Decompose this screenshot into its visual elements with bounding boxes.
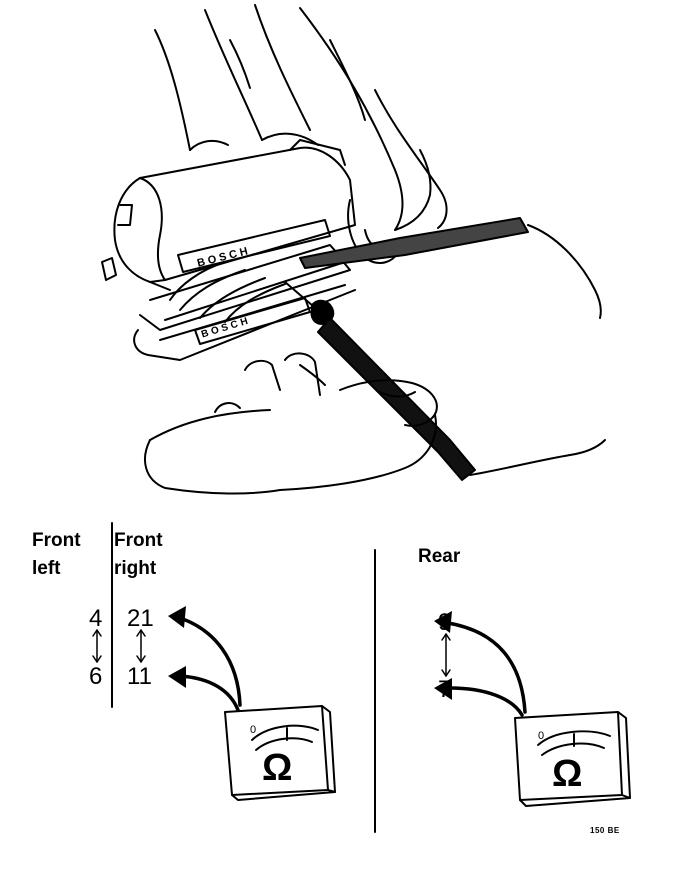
- front-right-label-line1: Front: [114, 530, 163, 551]
- rear-meter-ohm-symbol: Ω: [552, 753, 583, 795]
- upper-hand: [154, 4, 448, 264]
- front-left-label-line1: Front: [32, 530, 81, 551]
- upper-connector: [101, 139, 356, 291]
- pin-rear-bottom: 7: [438, 676, 452, 703]
- front-meter-ohm-symbol: Ω: [262, 747, 293, 789]
- front-ohmmeter: [224, 705, 336, 801]
- pin-front-left-top: 4: [89, 605, 103, 632]
- lower-probe: [284, 281, 606, 481]
- rear-ohmmeter: [514, 711, 631, 807]
- lower-connector: [133, 244, 356, 361]
- rear-meter-zero: 0: [538, 730, 545, 742]
- figure-number: 150 BE: [590, 826, 620, 835]
- rear-label: Rear: [418, 546, 461, 567]
- pin-rear-top: 9: [438, 609, 452, 636]
- pin-front-left-bottom: 6: [89, 663, 103, 690]
- front-left-label-line2: left: [32, 558, 61, 579]
- upper-probe: [299, 217, 602, 319]
- front-meter-leads: [178, 616, 242, 712]
- pin-arrows: [92, 629, 451, 677]
- front-right-label-line2: right: [114, 558, 157, 579]
- pin-front-right-bottom: 11: [127, 663, 152, 690]
- pin-front-right-top: 21: [127, 605, 154, 632]
- rear-meter-leads: [446, 621, 527, 717]
- lower-hand: [144, 352, 438, 495]
- front-meter-zero: 0: [250, 724, 257, 736]
